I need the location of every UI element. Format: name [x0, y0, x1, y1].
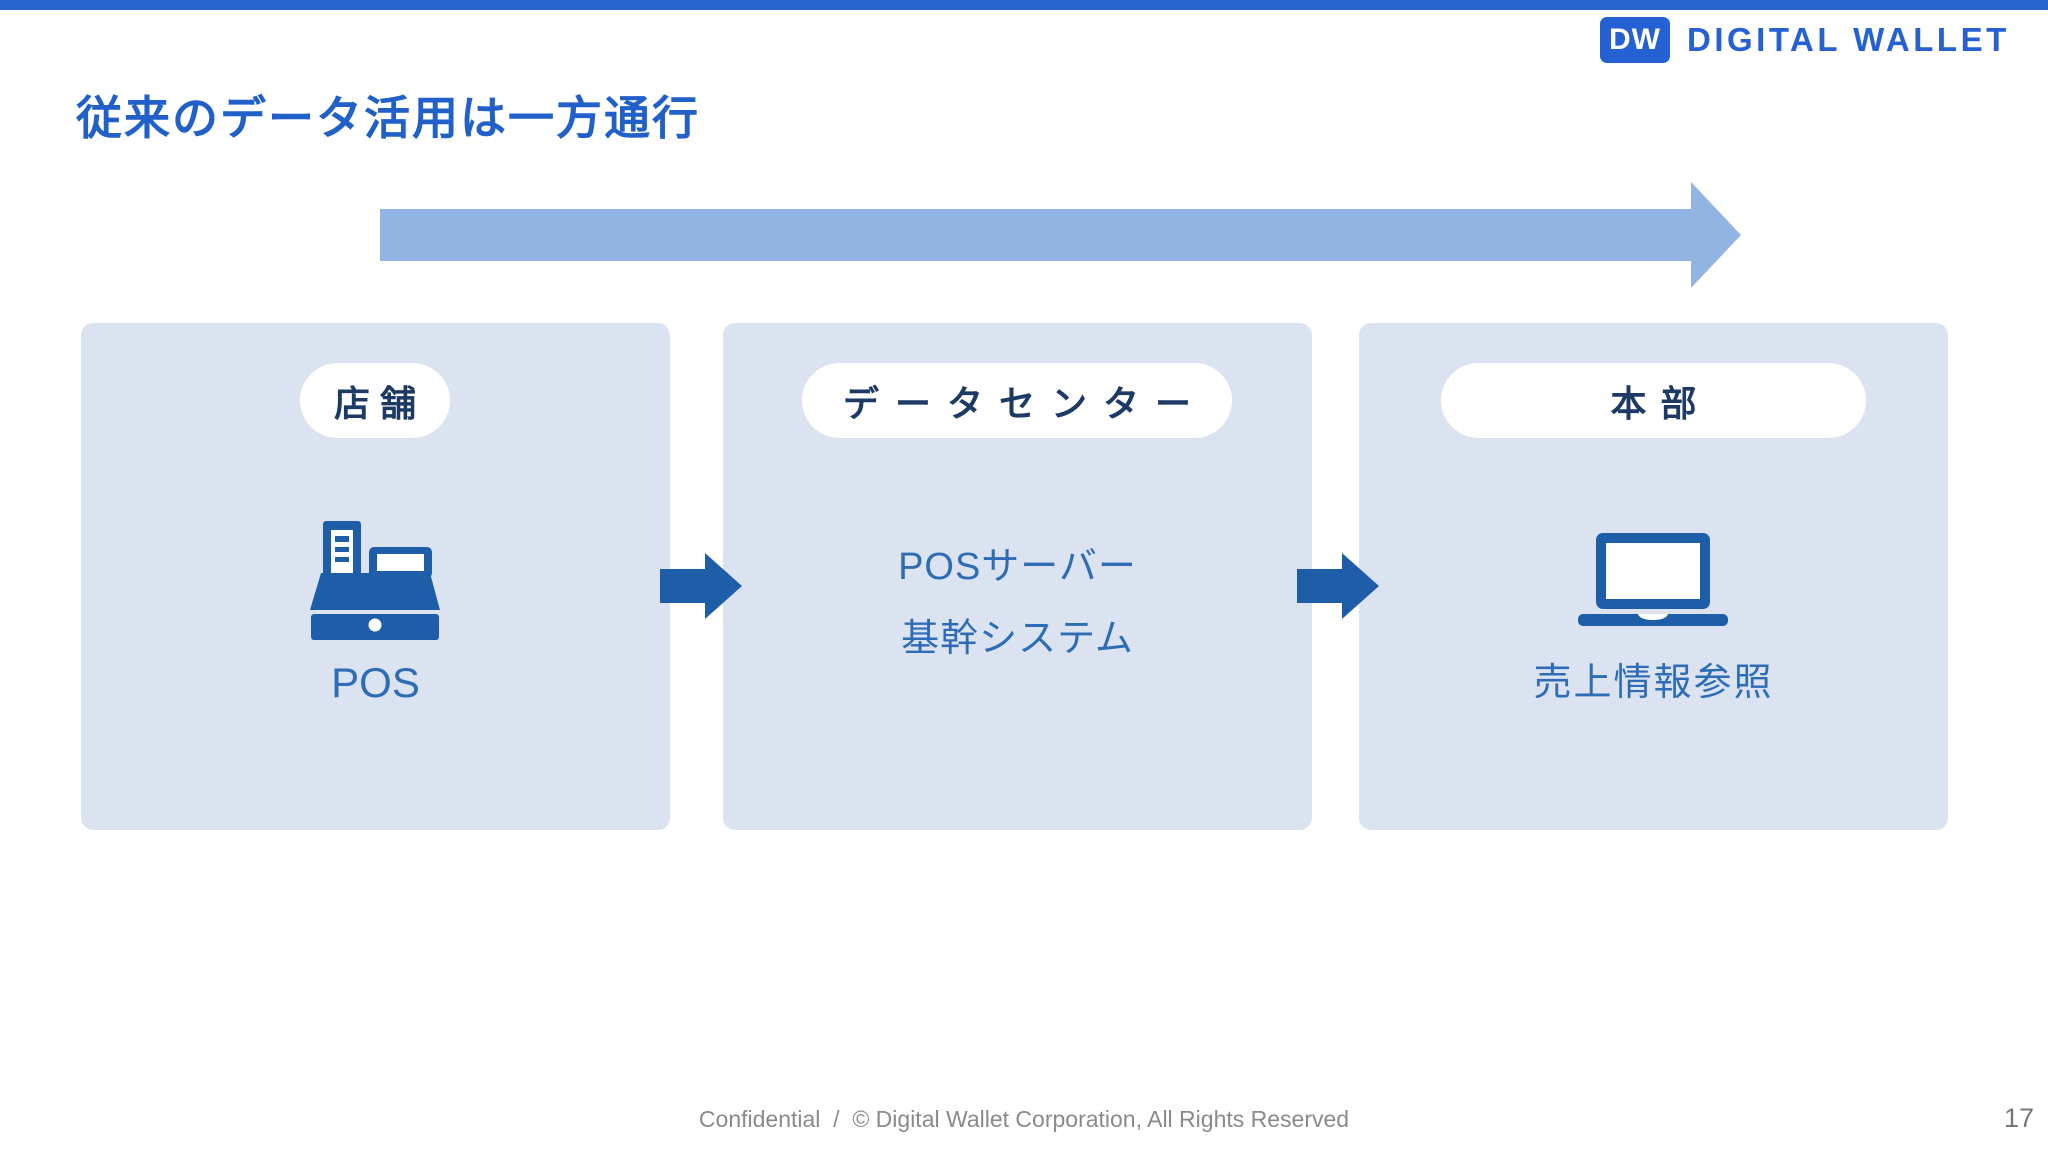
dw-logo-icon: DW — [1600, 16, 1670, 63]
store-label-text: 店舗 — [333, 382, 426, 424]
flow-box-headquarters: 本部 売上情報参照 — [1359, 323, 1948, 830]
datacenter-label-text: データセンター — [842, 382, 1207, 424]
flow-box-store: 店舗 POS — [81, 323, 670, 830]
arrow-shaft — [1297, 569, 1343, 603]
brand-logo: DW DIGITAL WALLET — [1600, 16, 2010, 63]
laptop-icon — [1578, 533, 1728, 626]
dw-logo-text: DW — [1609, 22, 1661, 56]
headquarters-pill-label: 本部 — [1441, 363, 1866, 438]
brand-name: DIGITAL WALLET — [1687, 20, 2010, 58]
sales-info-caption: 売上情報参照 — [1533, 662, 1774, 704]
pos-register-icon — [310, 521, 440, 640]
datacenter-pill-label: データセンター — [802, 363, 1232, 438]
confidential-footer: Confidential / © Digital Wallet Corporat… — [698, 1106, 1350, 1132]
arrow-shaft — [660, 569, 706, 603]
arrow-head — [1342, 553, 1379, 619]
store-pill-label: 店舗 — [300, 363, 450, 438]
pos-caption: POS — [331, 659, 420, 706]
datacenter-line-1: POSサーバー — [898, 546, 1137, 588]
slide-title: 従来のデータ活用は一方通行 — [76, 92, 700, 144]
arrow-head — [705, 553, 742, 619]
flow-box-datacenter: データセンター POSサーバー 基幹システム — [723, 323, 1312, 830]
headquarters-label-text: 本部 — [1610, 382, 1711, 424]
page-number: 17 — [2004, 1103, 2035, 1133]
flow-direction-arrow — [380, 209, 1692, 261]
datacenter-line-2: 基幹システム — [901, 618, 1134, 660]
flow-direction-arrow-head — [1691, 182, 1741, 288]
top-accent-bar — [0, 0, 2048, 10]
